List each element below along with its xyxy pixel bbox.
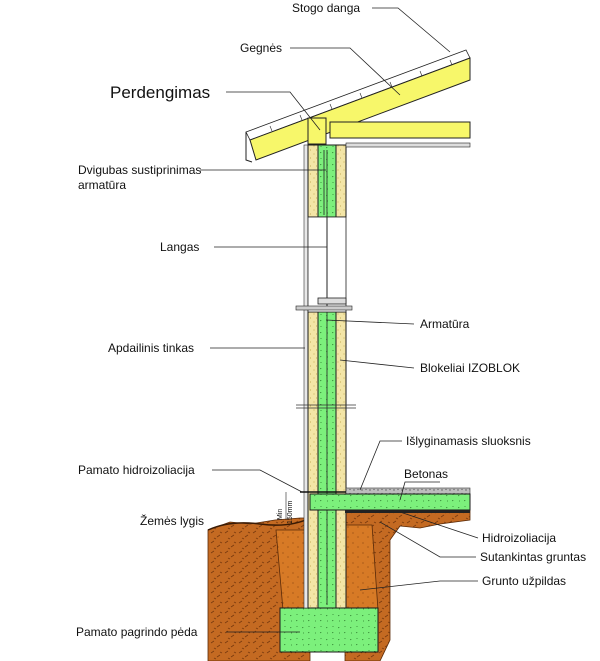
leader-grunto-uzpildas — [359, 580, 478, 591]
label-langas: Langas — [160, 240, 199, 254]
leader-perdengimas — [226, 91, 321, 131]
rafter — [249, 57, 471, 161]
leader-stogo-danga — [372, 7, 451, 53]
label-dvigubas-line2: armatūra — [78, 178, 126, 192]
floor-concrete-slab — [309, 493, 471, 511]
floor-screed — [345, 487, 471, 495]
leader-hidroizoliacija — [399, 511, 479, 539]
min-dimension-value: 150mm — [287, 500, 294, 524]
label-grunto-uzpildas: Grunto užpildas — [482, 574, 566, 588]
label-betonas: Betonas — [404, 467, 448, 481]
label-stogo-danga: Stogo danga — [292, 1, 360, 15]
ceiling-board — [345, 142, 471, 148]
label-dvigubas-line1: Dvigubas sustiprinimas — [78, 163, 201, 177]
label-zemes-lygis: Žemės lygis — [140, 513, 204, 528]
min-dimension-label: Min — [277, 509, 284, 520]
outer-insulation-lower — [307, 311, 319, 609]
label-blokeliai: Blokeliai IZOBLOK — [420, 361, 520, 375]
inner-insulation-lower — [335, 311, 347, 609]
leader-islyginamasis — [359, 440, 402, 491]
leader-betonas — [399, 481, 440, 501]
outer-plaster — [303, 144, 309, 609]
label-sutankintas-gruntas: Sutankintas gruntas — [480, 550, 586, 564]
label-armatura: Armatūra — [420, 317, 470, 331]
top-plate — [307, 117, 327, 145]
leader-armatura — [325, 319, 415, 325]
label-perdengimas: Perdengimas — [110, 83, 210, 102]
inner-insulation-upper — [335, 144, 347, 218]
leader-blokeliai — [339, 359, 415, 369]
ceiling-joist — [329, 121, 471, 139]
leader-pamato-hidroizoliacija — [212, 469, 303, 493]
fascia — [245, 132, 253, 163]
window-sill — [317, 297, 347, 305]
label-pamato-hidroizoliacija: Pamato hidroizoliacija — [78, 463, 195, 477]
label-islyginamasis: Išlyginamasis sluoksnis — [406, 434, 531, 448]
label-hidroizoliacija: Hidroizoliacija — [482, 531, 556, 545]
outer-insulation-upper — [307, 144, 319, 218]
ground-surface-line — [207, 517, 311, 531]
label-apdailinis-tinkas: Apdailinis tinkas — [108, 341, 194, 355]
leader-gegnes — [290, 47, 401, 96]
label-gegnes: Gegnės — [240, 41, 282, 55]
trench-fill-right — [343, 524, 379, 611]
window-sill-outer — [295, 305, 353, 311]
floor-waterproofing — [345, 510, 470, 513]
leader-sutankintas — [379, 521, 476, 558]
label-pamato-pagrindo-peda: Pamato pagrindo pėda — [76, 625, 198, 639]
footing-pad — [279, 607, 379, 653]
